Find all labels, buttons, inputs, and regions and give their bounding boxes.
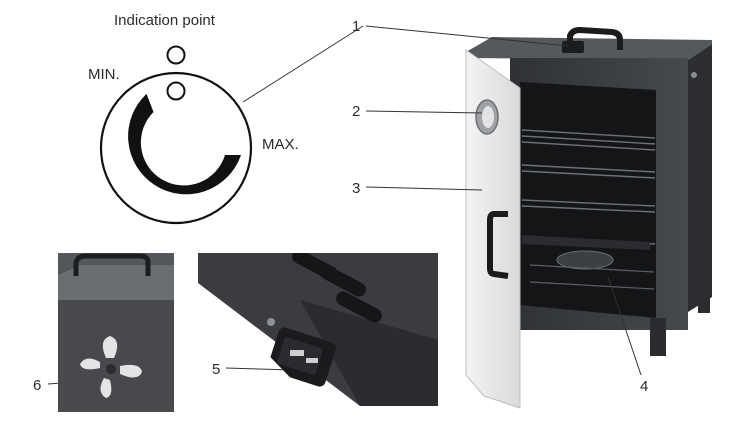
- dial-position-marker: [166, 81, 186, 101]
- indication-point-label: Indication point: [114, 12, 216, 29]
- callout-2: 2: [352, 103, 360, 120]
- cabinet-leg-front: [650, 318, 666, 356]
- top-vent-knob: [562, 41, 584, 53]
- cabinet-top: [466, 37, 712, 60]
- cabinet-side: [688, 44, 712, 312]
- cabinet-interior: [520, 82, 656, 318]
- vent-closeup: [58, 253, 174, 412]
- max-label: MAX.: [262, 136, 299, 153]
- door-handle: [487, 211, 509, 279]
- control-knob: [267, 327, 337, 387]
- drip-tray: [522, 235, 655, 290]
- callout-1: 1: [352, 18, 360, 35]
- dial-diagram: Indication point MIN. MAX.: [88, 12, 299, 225]
- side-screw: [691, 72, 697, 78]
- callout-4: 4: [640, 378, 648, 395]
- callout-3: 3: [352, 180, 360, 197]
- vent-slots: [292, 253, 382, 323]
- dial-scale-arc: [128, 93, 241, 195]
- door-thermometer: [475, 99, 499, 135]
- vent-handle: [73, 253, 151, 276]
- cabinet-leg-back: [698, 295, 710, 313]
- min-label: MIN.: [88, 66, 120, 83]
- callout-5: 5: [212, 361, 220, 378]
- vent-damper: [80, 336, 142, 398]
- indication-point-marker: [166, 45, 186, 65]
- lid-handle: [567, 27, 623, 50]
- callout-6: 6: [33, 377, 41, 394]
- knob-closeup: [198, 253, 438, 406]
- smoker-cabinet: [465, 27, 712, 409]
